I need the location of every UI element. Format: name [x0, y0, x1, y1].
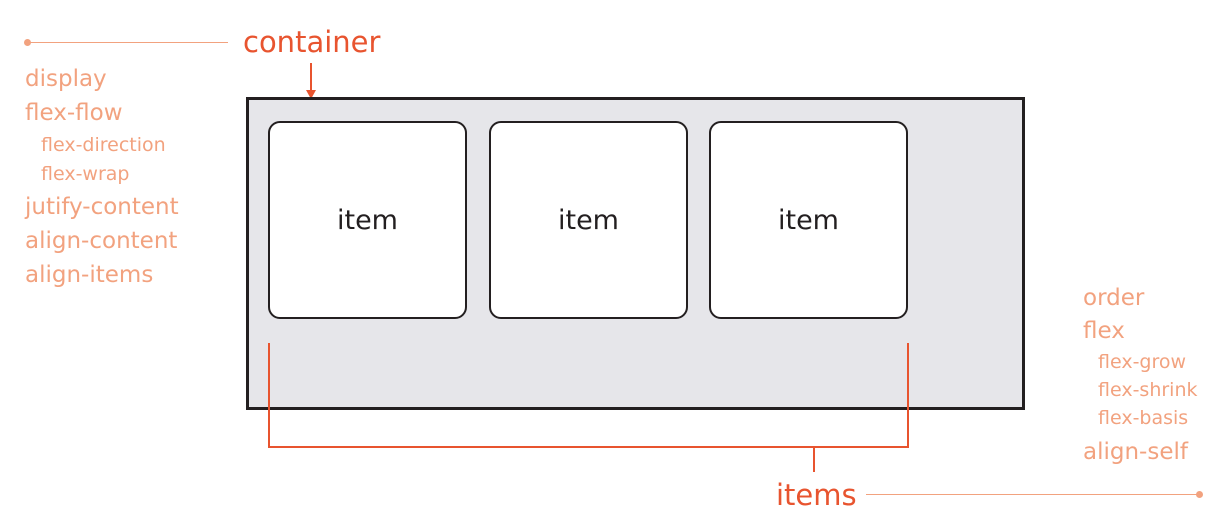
container-leader-line — [28, 42, 228, 43]
items-bracket-bottom — [268, 446, 909, 448]
prop-align-items: align-items — [25, 262, 154, 288]
items-label: items — [776, 478, 857, 512]
items-bracket-left — [268, 343, 270, 447]
prop-flex-flow: flex-flow — [25, 100, 123, 126]
items-bracket-right — [907, 343, 909, 447]
items-leader-dot — [1196, 491, 1203, 498]
prop-align-self: align-self — [1083, 439, 1188, 465]
prop-flex-shrink: flex-shrink — [1098, 379, 1198, 401]
flex-item-3: item — [709, 121, 908, 319]
prop-display: display — [25, 66, 107, 92]
items-leader-line — [866, 494, 1198, 495]
items-bracket-stem — [813, 446, 815, 472]
prop-flex: flex — [1083, 318, 1125, 344]
flex-item-2: item — [489, 121, 688, 319]
prop-order: order — [1083, 285, 1145, 311]
prop-flex-wrap: flex-wrap — [41, 163, 130, 185]
prop-flex-grow: flex-grow — [1098, 351, 1187, 373]
container-leader-dot — [24, 39, 31, 46]
prop-flex-direction: flex-direction — [41, 134, 166, 156]
prop-jutify-content: jutify-content — [25, 194, 179, 220]
flex-item-1: item — [268, 121, 467, 319]
prop-flex-basis: flex-basis — [1098, 407, 1189, 429]
prop-align-content: align-content — [25, 228, 178, 254]
container-label: container — [243, 25, 381, 59]
container-arrowhead — [306, 90, 316, 99]
container-arrow-line — [310, 63, 312, 91]
